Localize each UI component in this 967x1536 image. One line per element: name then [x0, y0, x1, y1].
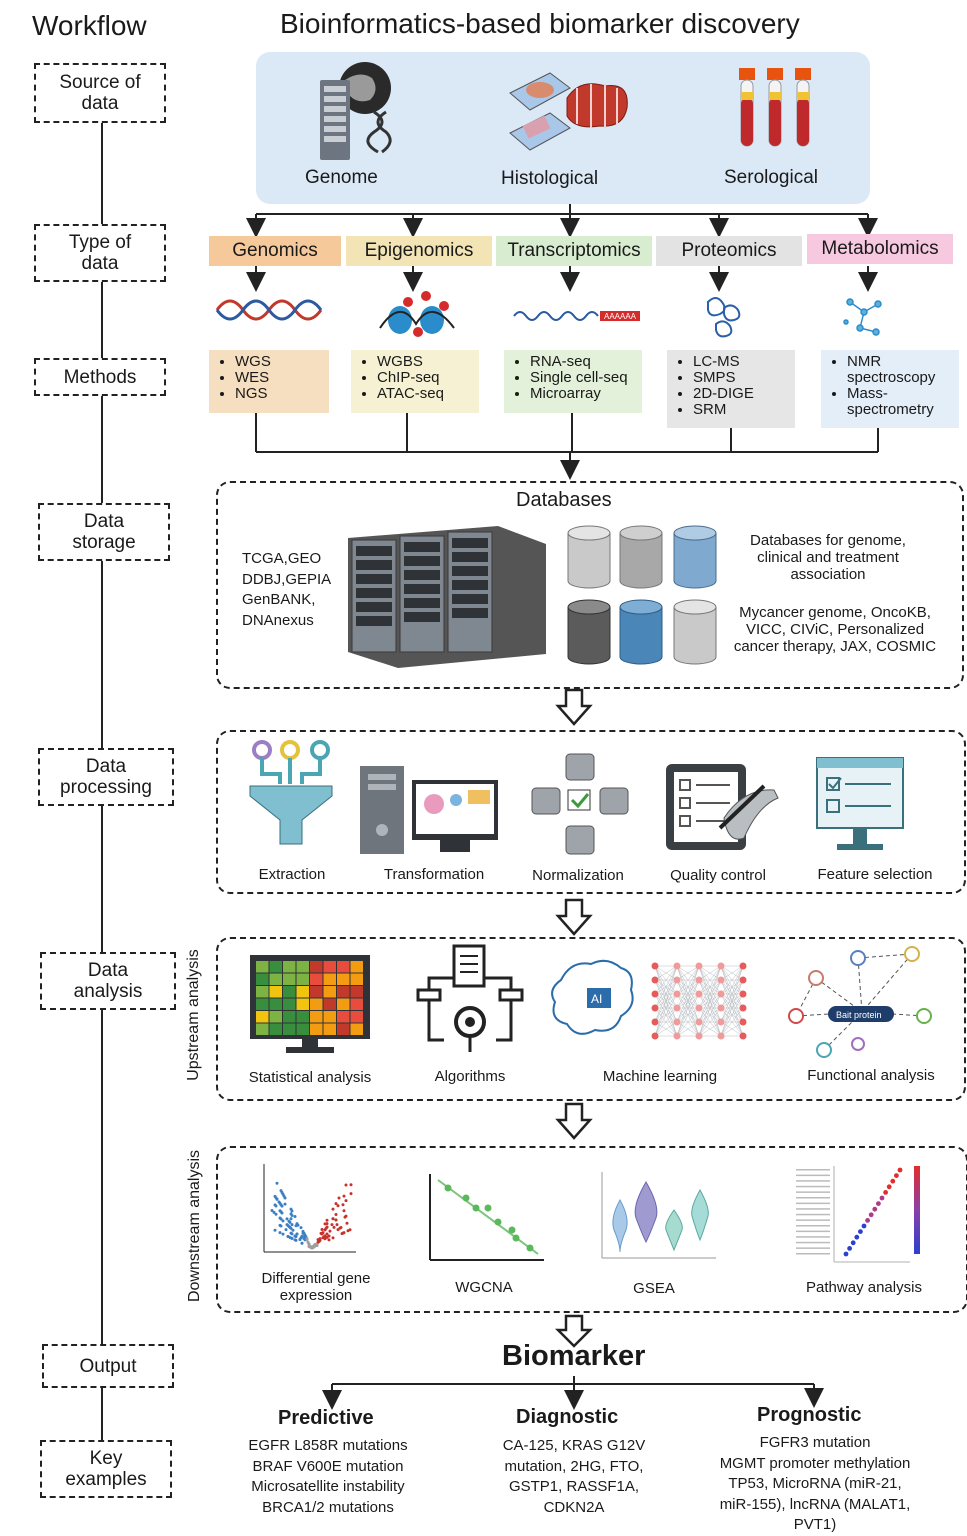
type-proteomics: Proteomics [656, 236, 802, 266]
downstream-caption: Pathway analysis [806, 1279, 922, 1296]
method-item: ATAC-seq [377, 386, 471, 402]
category-prognostic-title: Prognostic [757, 1404, 862, 1426]
method-item: SRM [693, 402, 787, 418]
type-epigenomics: Epigenomics [346, 236, 492, 266]
step-source-of-data: Source of data [34, 63, 166, 123]
algorithm-gear-icon [416, 944, 524, 1052]
downstream-caption: WGCNA [455, 1279, 513, 1296]
protein-network-icon: Bait protein [788, 946, 932, 1058]
ai-badge: AI [591, 992, 602, 1006]
monitor-feature-selection-icon [816, 757, 904, 850]
protein-icon [707, 297, 741, 338]
method-item: NMR spectroscopy [847, 354, 951, 386]
db-entry: TCGA,GEO [242, 550, 322, 567]
upstream-label: Upstream analysis [185, 949, 202, 1081]
downstream-caption: GSEA [633, 1280, 675, 1297]
biomarker-title: Biomarker [502, 1340, 646, 1372]
method-item: LC-MS [693, 354, 787, 370]
methods-transcriptomics: RNA-seq Single cell-seq Microarray [504, 350, 642, 413]
category-prognostic-examples: FGFR3 mutation MGMT promoter methylation… [719, 1434, 911, 1533]
main-title: Bioinformatics-based biomarker discovery [280, 8, 800, 39]
method-item: 2D-DIGE [693, 386, 787, 402]
database-cylinders-icon [567, 525, 717, 665]
svg-text:AAAAAA: AAAAAA [604, 312, 637, 321]
category-predictive-examples: EGFR L858R mutations BRAF V600E mutation… [248, 1437, 408, 1516]
upstream-caption: Functional analysis [807, 1067, 935, 1084]
heatmap-statistical-icon [250, 955, 370, 1053]
blood-tubes-icon [739, 68, 811, 147]
methods-metabolomics: NMR spectroscopy Mass- spectrometry [821, 350, 959, 428]
method-item: Mass- spectrometry [847, 386, 951, 418]
methods-proteomics: LC-MS SMPS 2D-DIGE SRM [667, 350, 795, 428]
downstream-caption: Differential gene expression [261, 1270, 371, 1304]
computer-transformation-icon [360, 766, 498, 854]
category-diagnostic-examples: CA-125, KRAS G12V mutation, 2HG, FTO, GS… [502, 1437, 646, 1516]
processing-caption: Normalization [532, 867, 624, 884]
dna-helix-icon [215, 299, 323, 321]
histology-slides-icon [509, 72, 628, 151]
method-item: NGS [235, 386, 321, 402]
databases-right-heading: Databases for genome, clinical and treat… [750, 532, 906, 583]
server-rack-icon [348, 526, 546, 668]
databases-panel [216, 481, 964, 689]
metabolite-icon [843, 298, 882, 336]
step-type-of-data: Type of data [34, 224, 166, 282]
step-key-examples: Key examples [40, 1440, 172, 1498]
db-entry: DNAnexus [242, 611, 314, 629]
databases-title: Databases [516, 489, 612, 511]
methods-epigenomics: WGBS ChIP-seq ATAC-seq [351, 350, 479, 413]
source-genome-label: Genome [305, 167, 378, 188]
category-diagnostic-title: Diagnostic [516, 1406, 619, 1428]
gsea-violin-icon [601, 1172, 716, 1259]
method-item: Single cell-seq [530, 370, 634, 386]
database-normalization-icon [531, 753, 629, 855]
funnel-extraction-icon [249, 740, 333, 845]
processing-panel [216, 730, 966, 894]
processing-caption: Feature selection [817, 866, 933, 883]
category-predictive-title: Predictive [278, 1407, 374, 1429]
genome-icon [320, 62, 392, 160]
method-item: Microarray [530, 386, 634, 402]
db-entry: GenBANK, [242, 591, 316, 608]
method-item: ChIP-seq [377, 370, 471, 386]
bait-protein-label: Bait protein [836, 1010, 882, 1020]
processing-caption: Transformation [383, 866, 485, 883]
processing-caption: Extraction [258, 866, 326, 883]
clipboard-quality-icon [666, 764, 779, 850]
nucleosome-icon [379, 291, 455, 337]
source-histological-label: Histological [501, 168, 599, 189]
upstream-caption: Algorithms [434, 1068, 506, 1085]
method-item: SMPS [693, 370, 787, 386]
upstream-caption: Statistical analysis [248, 1069, 372, 1086]
upstream-caption: Machine learning [602, 1068, 718, 1085]
databases-left-list: TCGA,GEO DDBJ,GEPIA GenBANK, DNAnexus [242, 549, 331, 631]
pathway-dotplot-icon [796, 1166, 920, 1263]
upstream-panel [216, 937, 966, 1101]
volcano-plot-icon [263, 1164, 356, 1253]
step-methods: Methods [34, 358, 166, 396]
rna-strand-icon: AAAAAA [513, 311, 640, 321]
step-output: Output [42, 1344, 174, 1388]
wgcna-scatter-icon [429, 1174, 544, 1261]
methods-genomics: WGS WES NGS [209, 350, 329, 413]
method-item: WGBS [377, 354, 471, 370]
neural-network-icon: AI [551, 959, 747, 1040]
step-data-analysis: Data analysis [40, 952, 176, 1010]
type-genomics: Genomics [209, 236, 341, 266]
workflow-title: Workflow [32, 10, 147, 41]
db-entry: DDBJ,GEPIA [242, 570, 332, 588]
method-item: WGS [235, 354, 321, 370]
step-data-storage: Data storage [38, 503, 170, 561]
type-transcriptomics: Transcriptomics [496, 236, 652, 266]
downstream-label: Downstream analysis [186, 1149, 203, 1303]
type-metabolomics: Metabolomics [807, 234, 953, 264]
source-serological-label: Serological [724, 167, 818, 188]
processing-caption: Quality control [670, 867, 766, 884]
step-data-processing: Data processing [38, 748, 174, 806]
method-item: RNA-seq [530, 354, 634, 370]
method-item: WES [235, 370, 321, 386]
databases-right-list: Mycancer genome, OncoKB, VICC, CIViC, Pe… [733, 604, 937, 655]
